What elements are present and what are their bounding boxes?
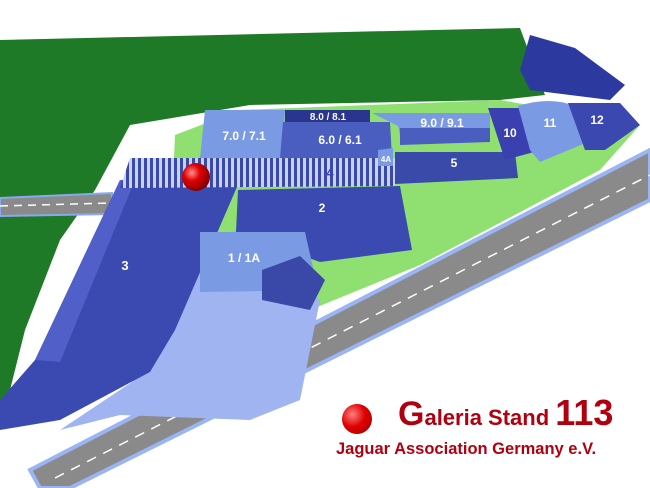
road-left-centerline	[0, 202, 111, 207]
hall-label: 12	[590, 113, 604, 127]
marker-legend-icon	[342, 404, 372, 434]
hall-label: 7.0 / 7.1	[222, 129, 266, 143]
hall-label: 2	[319, 201, 326, 215]
hall-8[interactable]: 8.0 / 8.1	[285, 110, 370, 123]
hall-label: 4A	[381, 155, 391, 164]
hall-label: 3	[121, 258, 128, 273]
hall-label: 11	[544, 116, 557, 130]
hall-label: 4	[326, 165, 334, 180]
hall-label: 10	[503, 126, 517, 140]
hall-label: 5	[451, 156, 458, 170]
legend-title: Galeria Stand 113	[398, 392, 613, 434]
upper-buildings	[520, 35, 625, 100]
hall-label: 9.0 / 9.1	[420, 116, 464, 130]
stand-number: 113	[555, 392, 614, 433]
hall-11[interactable]: 11	[518, 101, 588, 162]
hall-label: 1 / 1A	[228, 251, 260, 265]
hall-3[interactable]: 3	[0, 180, 240, 430]
title-initial: G	[398, 395, 425, 433]
road-main-centerline	[54, 174, 650, 479]
title-text: aleria Stand	[424, 405, 556, 430]
hall-6[interactable]: 6.0 / 6.1	[280, 122, 392, 158]
hall-7[interactable]: 7.0 / 7.1	[200, 110, 285, 158]
stand-marker[interactable]	[182, 163, 210, 191]
hall-4[interactable]: 4	[120, 158, 395, 188]
hall-9[interactable]: 9.0 / 9.1	[372, 113, 490, 145]
hall-label: 8.0 / 8.1	[310, 112, 347, 123]
hall-1[interactable]: 1 / 1A	[200, 232, 325, 310]
hall-5[interactable]: 5	[395, 152, 518, 184]
hall-label: 6.0 / 6.1	[318, 133, 362, 147]
green-area	[0, 28, 545, 430]
hall-4a[interactable]: 4A	[378, 148, 393, 166]
legend-subtitle: Jaguar Association Germany e.V.	[336, 440, 597, 458]
hall-12[interactable]: 12	[568, 103, 640, 150]
